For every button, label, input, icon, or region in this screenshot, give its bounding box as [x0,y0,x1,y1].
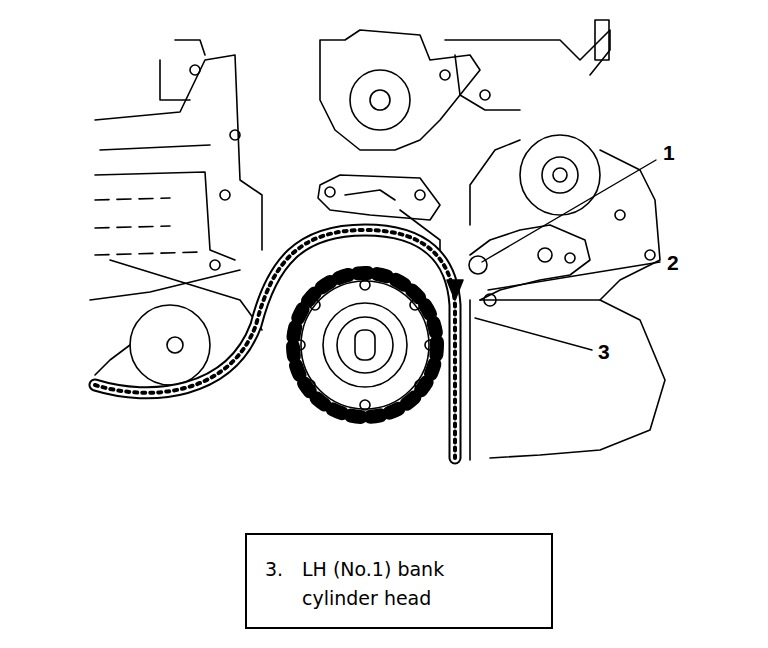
note-number: 3. [265,555,283,584]
note-box: 3. LH (No.1) bank cylinder head [245,533,553,629]
note-text: LH (No.1) bank cylinder head [302,555,517,613]
callout-number: 2 [665,251,681,274]
callout-number: 1 [661,141,677,164]
callout-number: 3 [596,340,612,363]
